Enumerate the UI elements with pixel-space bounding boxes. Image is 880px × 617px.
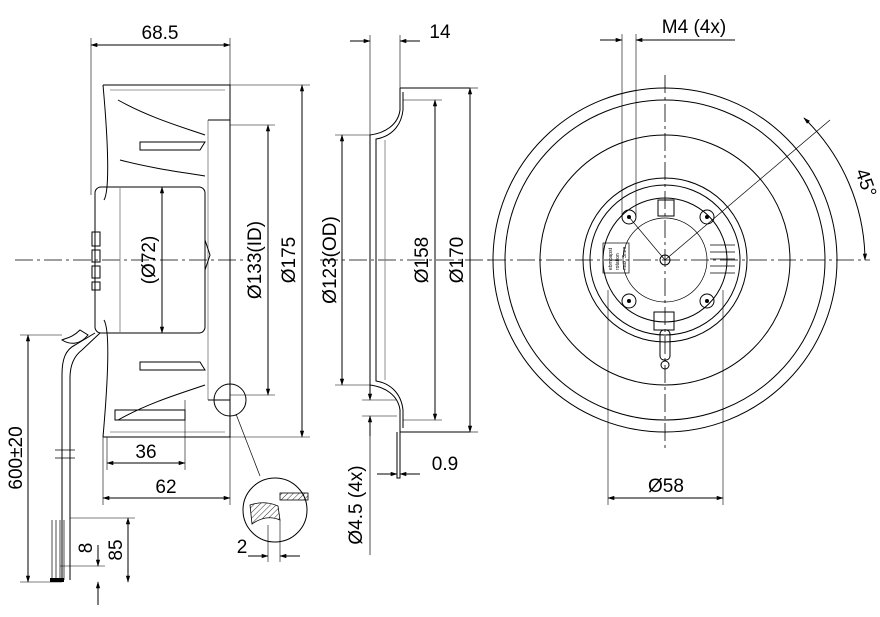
blade-bottom-2	[139, 361, 206, 371]
dim-09-label: 0.9	[432, 454, 458, 475]
side-view: 68.5 (Ø72) Ø133(ID)	[6, 23, 310, 605]
blade-top-1	[117, 99, 206, 136]
mounting-hole	[621, 293, 637, 309]
label-line-3: max. 3mm	[622, 247, 628, 270]
connector-pin	[91, 231, 101, 247]
square-feature	[657, 199, 675, 217]
dim-62-label: 62	[155, 477, 176, 498]
shaft	[659, 254, 671, 266]
hub-outer	[582, 177, 748, 343]
detail-view-circle	[242, 477, 308, 543]
section-view: 14 Ø123(OD) Ø158 Ø170 Ø4.5 (4x) 0.9	[320, 22, 490, 555]
rating-label	[602, 242, 630, 274]
dim-m4-label: M4 (4x)	[662, 17, 726, 38]
dim-158-label: Ø158	[412, 237, 433, 283]
dim-inlet-label: Ø133(ID)	[245, 221, 266, 299]
angle-arc	[803, 117, 868, 261]
impeller-outline	[103, 84, 231, 438]
cable-grommet	[659, 329, 671, 361]
detail-marker-circle	[213, 383, 247, 417]
dim-width-label: 68.5	[142, 23, 179, 44]
dim-14-label: 14	[429, 22, 451, 43]
front-view: ebmpapst rotation max. 3mm M4 (4x) 45° Ø…	[488, 17, 880, 505]
dim-170-label: Ø170	[447, 237, 468, 283]
dim-od-label: Ø123(OD)	[320, 216, 341, 304]
dim-hub-label: (Ø72)	[139, 236, 160, 285]
dim-cable-label: 600±20	[6, 426, 27, 489]
label-line-2: rotation	[615, 253, 621, 270]
mounting-hole	[699, 293, 715, 309]
dim-angle-label: 45°	[850, 166, 880, 200]
cable	[61, 332, 96, 580]
dim-58-label: Ø58	[648, 476, 684, 497]
motor-hub	[94, 186, 206, 334]
blade-bottom-1	[117, 384, 206, 421]
dim-8-label: 8	[76, 543, 97, 554]
dim-outer-label: Ø175	[279, 237, 300, 283]
dim-85-label: 85	[106, 539, 127, 560]
inlet-ring	[539, 134, 791, 386]
cable-end	[50, 578, 64, 582]
dim-hole-label: Ø4.5 (4x)	[346, 465, 367, 544]
blade-top-2	[139, 141, 206, 151]
dim-2-label: 2	[237, 537, 248, 558]
label-line-1: ebmpapst	[608, 247, 614, 270]
dim-36-label: 36	[135, 442, 156, 463]
